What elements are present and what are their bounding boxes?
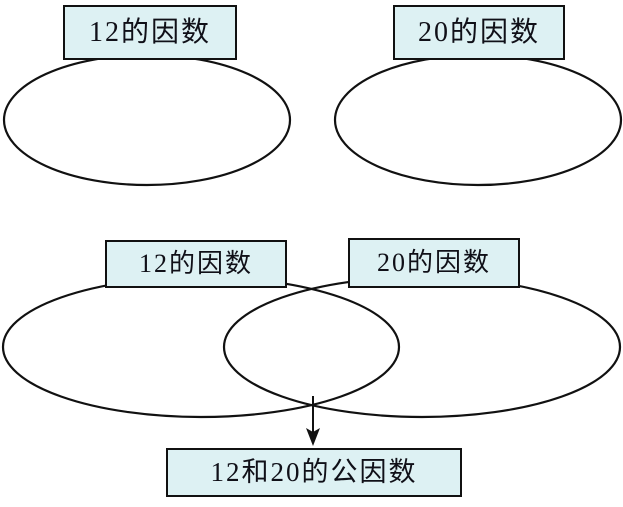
bottom-left-set-label-text: 12的因数 <box>138 249 253 278</box>
top-right-set-label: 20的因数 <box>393 5 565 60</box>
top-left-set-label-text: 12的因数 <box>88 16 211 48</box>
top-right-set-oval <box>333 53 623 187</box>
top-left-set-oval <box>2 53 292 187</box>
bottom-right-set-label: 20的因数 <box>348 238 520 288</box>
intersection-result-label: 12和20的公因数 <box>166 448 462 497</box>
bottom-left-set-label: 12的因数 <box>105 240 287 288</box>
bottom-right-set-label-text: 20的因数 <box>376 248 491 277</box>
intersection-arrow-head <box>306 428 320 446</box>
bottom-right-set-oval <box>222 275 622 419</box>
bottom-left-set-oval <box>1 275 401 419</box>
intersection-result-label-text: 12和20的公因数 <box>210 457 418 487</box>
top-left-set-label: 12的因数 <box>63 5 237 60</box>
top-right-set-label-text: 20的因数 <box>417 16 540 48</box>
